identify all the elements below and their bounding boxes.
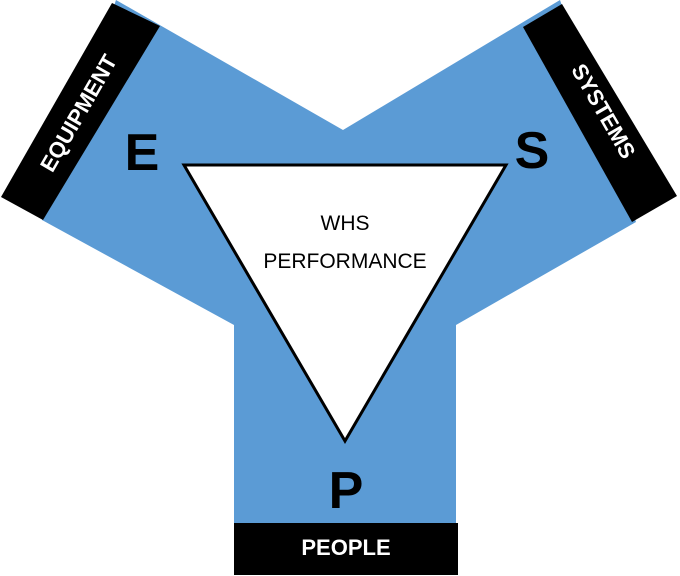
people-label: PEOPLE — [301, 535, 390, 560]
center-text-line1: WHS — [321, 212, 370, 235]
systems-letter: S — [515, 122, 550, 180]
equipment-bar — [1, 3, 160, 220]
equipment-letter: E — [125, 124, 160, 182]
center-text-line2: PERFORMANCE — [263, 250, 426, 273]
center-triangle — [181, 163, 509, 444]
systems-bar — [523, 4, 677, 222]
people-bar — [234, 523, 458, 575]
people-letter: P — [329, 462, 364, 520]
